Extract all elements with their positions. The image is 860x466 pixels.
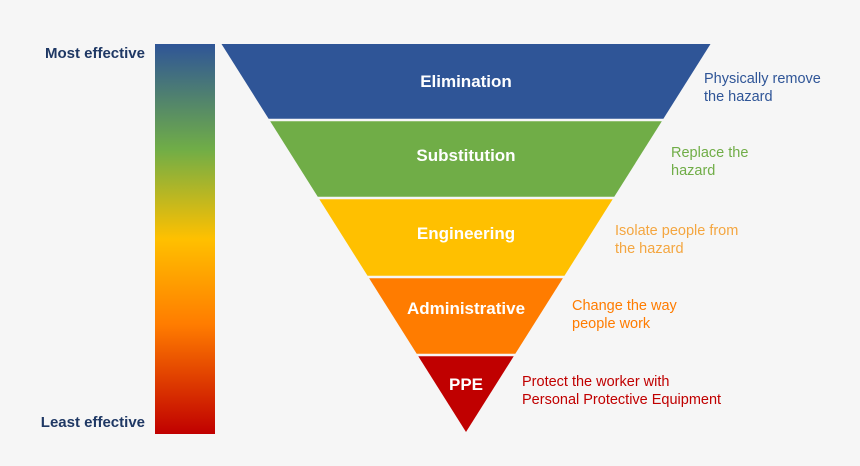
tier-label-administrative: Administrative <box>407 299 525 318</box>
description-substitution: Replace the hazard <box>671 144 748 180</box>
least-effective-label: Least effective <box>41 414 145 431</box>
effectiveness-gradient-bar <box>155 44 215 434</box>
most-effective-label: Most effective <box>45 45 145 62</box>
description-line: Physically remove <box>704 71 821 87</box>
description-line: Change the way <box>572 298 677 314</box>
description-line: the hazard <box>704 89 773 105</box>
tier-elimination <box>221 44 711 119</box>
tier-label-elimination: Elimination <box>420 72 512 91</box>
tier-substitution <box>270 121 662 197</box>
description-line: people work <box>572 316 651 332</box>
tier-administrative <box>369 278 563 354</box>
description-line: Isolate people from <box>615 223 739 239</box>
description-line: Personal Protective Equipment <box>522 392 722 408</box>
tier-label-substitution: Substitution <box>416 146 515 165</box>
tier-engineering <box>319 199 613 276</box>
tier-label-engineering: Engineering <box>417 224 515 243</box>
inverted-pyramid: EliminationSubstitutionEngineeringAdmini… <box>221 44 711 432</box>
description-line: Protect the worker with <box>522 374 670 390</box>
description-line: Replace the <box>671 145 749 161</box>
description-administrative: Change the way people work <box>572 297 677 333</box>
description-line: the hazard <box>615 241 684 257</box>
tier-ppe <box>418 356 514 432</box>
tier-label-ppe: PPE <box>449 375 483 394</box>
description-elimination: Physically remove the hazard <box>704 70 821 106</box>
description-engineering: Isolate people from the hazard <box>615 222 738 258</box>
description-line: hazard <box>671 163 716 179</box>
